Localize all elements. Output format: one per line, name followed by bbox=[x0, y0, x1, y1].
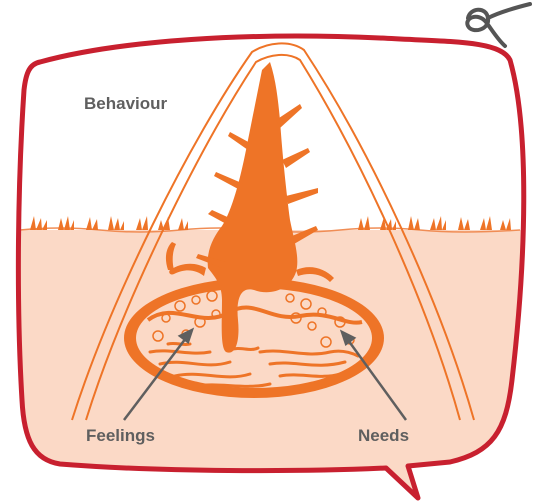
string-loop-icon bbox=[467, 4, 530, 46]
needs-label: Needs bbox=[358, 427, 409, 444]
feelings-label: Feelings bbox=[86, 427, 155, 444]
behaviour-label: Behaviour bbox=[84, 95, 167, 112]
